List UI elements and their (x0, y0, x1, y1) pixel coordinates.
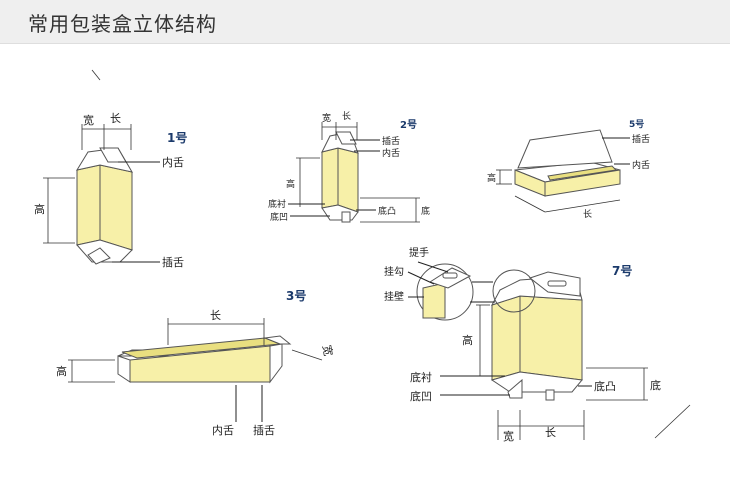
box7-side-face (491, 295, 521, 381)
decor-line (654, 404, 691, 439)
box3-height-label: 高 (56, 364, 67, 378)
box-5 (514, 129, 621, 197)
box2-height-label: 高 (286, 178, 295, 190)
box7-leader-hook (407, 271, 435, 285)
box7-zoom-detail (422, 267, 472, 319)
box7-bottom-tab (545, 389, 555, 401)
box7-bottom-left-tab (507, 378, 523, 399)
box7-bump-label: 底凸 (594, 379, 616, 393)
box-3 (117, 335, 292, 384)
box5-length-dim (544, 199, 621, 213)
box2-bump-label: 底凸 (378, 205, 396, 217)
box5-insert-tongue-label: 插舌 (632, 133, 650, 145)
box2-bottom-tab (341, 211, 351, 223)
box3-insert-tongue (269, 343, 283, 384)
box1-front-face (99, 164, 133, 251)
box3-number: 3号 (286, 288, 306, 303)
box-1 (75, 147, 134, 265)
box5-front-face (544, 169, 621, 197)
box7-detail-circle (492, 269, 536, 313)
box1-side-face (76, 164, 101, 246)
box7-length-label: 长 (545, 426, 556, 439)
box5-width-dim (514, 195, 546, 213)
box1-bottom-flap (87, 247, 111, 265)
box3-end-flap (117, 355, 131, 383)
page-title: 常用包装盒立体结构 (28, 12, 217, 36)
box7-front-face (519, 295, 583, 381)
box1-width-label: 宽 (83, 113, 94, 127)
box2-recess-label: 底凹 (270, 211, 288, 223)
box-7 (490, 271, 583, 401)
box-structure-diagram: 宽 长 1号 内舌 高 插舌 宽 长 2号 插舌 内舌 高 底衬 底凹 底凸 底 (34, 69, 691, 443)
box7-lining-label: 底衬 (410, 370, 432, 384)
box2-side-face (321, 147, 339, 209)
box3-length-label: 长 (210, 309, 221, 322)
box5-height-label: 高 (487, 172, 496, 184)
box1-number: 1号 (167, 130, 187, 145)
box2-number: 2号 (400, 119, 417, 131)
box3-side-flap (263, 335, 292, 345)
zoom-side-face (422, 282, 446, 319)
box3-width-label: 宽 (320, 344, 336, 357)
box7-number: 7号 (612, 263, 632, 278)
box1-length-label: 长 (110, 112, 121, 125)
box7-leader-handle (417, 261, 449, 273)
box1-height-label: 高 (34, 202, 45, 216)
box1-insert-tongue-label: 插舌 (162, 255, 184, 269)
box7-base-label: 底 (650, 378, 661, 392)
box7-width-label: 宽 (503, 429, 514, 443)
box1-inner-tongue-label: 内舌 (162, 155, 184, 169)
box3-inner-tongue-label: 内舌 (212, 423, 234, 437)
box2-base-label: 底 (421, 205, 430, 217)
box7-handle-hole (547, 280, 567, 287)
zoom-handle-hole (442, 272, 458, 279)
box5-length-label: 长 (583, 208, 592, 220)
box5-number: 5号 (629, 119, 644, 130)
box2-top-flap (335, 131, 357, 145)
box2-length-label: 长 (342, 110, 351, 122)
page-header: 常用包装盒立体结构 (0, 0, 730, 44)
box2-lining-label: 底衬 (268, 198, 286, 210)
box3-insert-tongue-label: 插舌 (253, 423, 275, 437)
box5-lid (517, 129, 613, 169)
box7-handle-label: 提手 (409, 246, 429, 259)
box5-inner-rim (547, 165, 618, 181)
box7-recess-label: 底凹 (410, 389, 432, 403)
box3-width-dim (291, 349, 323, 361)
box-2 (321, 131, 359, 223)
box7-wall-label: 挂壁 (384, 290, 404, 303)
box5-inner-tongue-label: 内舌 (632, 159, 650, 171)
box2-front-face (337, 147, 359, 213)
box2-width-label: 宽 (322, 112, 331, 124)
decor-line (91, 69, 101, 81)
box7-zoom-circle (416, 263, 474, 321)
box2-inner-tongue-label: 内舌 (382, 147, 400, 159)
box7-hook-label: 挂勾 (384, 265, 404, 278)
box7-height-label: 高 (462, 333, 473, 347)
box2-insert-tongue-label: 插舌 (382, 135, 400, 147)
